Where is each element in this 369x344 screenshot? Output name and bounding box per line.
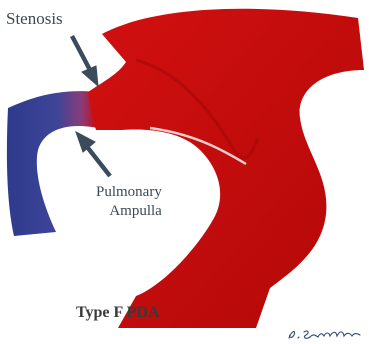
pulmonary-label-line1: Pulmonary bbox=[96, 183, 162, 202]
pulmonary-label-line2: Ampulla bbox=[96, 202, 162, 221]
author-signature bbox=[286, 327, 364, 341]
pulmonary-ampulla-label: Pulmonary Ampulla bbox=[96, 183, 162, 221]
stenosis-arrow bbox=[72, 36, 98, 86]
pulmonary-artery-vessel bbox=[7, 91, 98, 236]
stenosis-label: Stenosis bbox=[6, 10, 63, 27]
ampulla-arrow bbox=[76, 132, 110, 176]
aorta-vessel bbox=[88, 9, 364, 328]
figure-caption: Type F PDA bbox=[76, 305, 160, 321]
